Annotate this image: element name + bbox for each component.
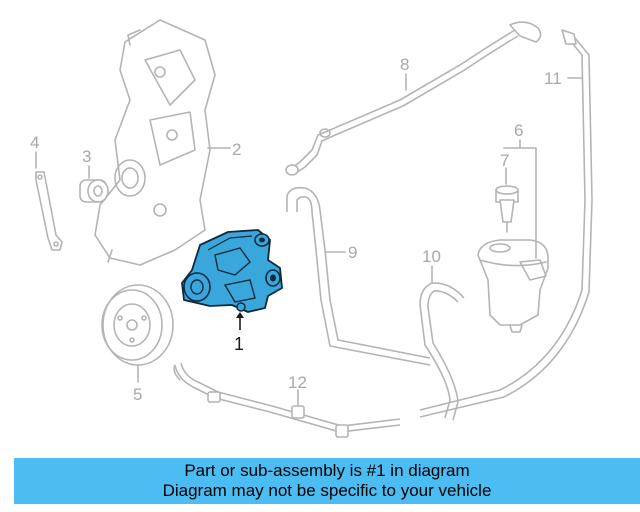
pulley-part — [101, 284, 174, 366]
arrow-to-pump — [236, 312, 244, 330]
callout-7: 7 — [500, 151, 509, 170]
callout-11: 11 — [544, 69, 562, 88]
callout-10: 10 — [422, 247, 441, 266]
mounting-bracket-part — [94, 19, 216, 266]
reservoir-cap-part — [495, 185, 519, 233]
callout-1: 1 — [234, 334, 244, 354]
notice-line-2: Diagram may not be specific to your vehi… — [162, 481, 492, 500]
callout-12: 12 — [288, 373, 307, 392]
lower-pipe-part — [173, 362, 401, 438]
callout-6: 6 — [514, 121, 523, 140]
return-hose-part — [286, 186, 431, 366]
callout-2: 2 — [232, 140, 241, 159]
callout-4: 4 — [30, 133, 39, 152]
callout-3: 3 — [82, 147, 91, 166]
callout-8: 8 — [400, 55, 409, 74]
power-steering-pump-part — [181, 229, 283, 313]
callout-9: 9 — [348, 243, 357, 262]
notice-banner: Part or sub-assembly is #1 in diagram Di… — [14, 458, 640, 504]
bracket-strip-part — [35, 171, 63, 251]
reservoir-part — [477, 239, 549, 333]
bushing-part — [79, 179, 109, 203]
parts-diagram: 2 3 4 5 — [30, 19, 593, 438]
upper-pipe-part — [285, 21, 542, 176]
long-pipe-part — [419, 29, 593, 418]
notice-line-1: Part or sub-assembly is #1 in diagram — [184, 461, 470, 480]
callout-5: 5 — [133, 385, 142, 404]
pressure-hose-part — [419, 282, 465, 421]
